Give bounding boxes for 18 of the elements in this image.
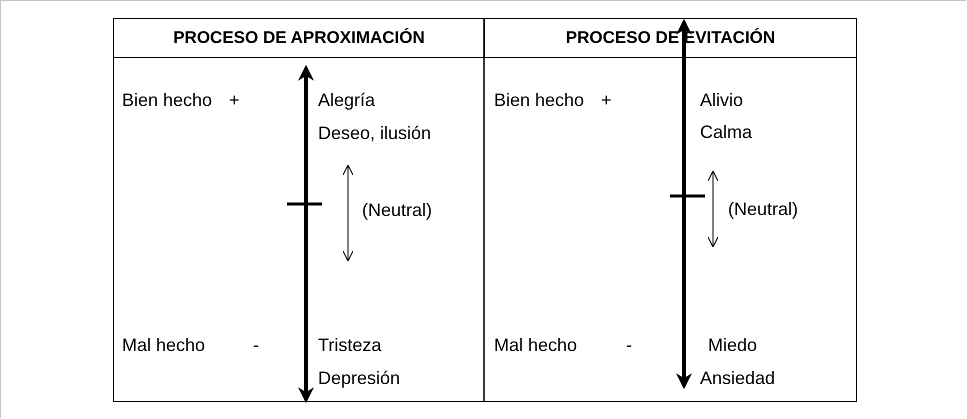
scale-label: Bien hecho	[494, 89, 584, 111]
scale-label: (Neutral)	[362, 199, 432, 221]
sign-symbol: +	[229, 89, 240, 111]
scale-label: Depresión	[318, 367, 400, 389]
scale-label: Bien hecho	[122, 89, 212, 111]
scale-label: Mal hecho	[122, 334, 206, 356]
scale-label: (Neutral)	[728, 198, 798, 220]
scale-label: Tristeza	[318, 334, 382, 356]
scale-label: Alegría	[318, 89, 376, 111]
scale-label: Deseo, ilusión	[318, 122, 432, 144]
scale-label: Mal hecho	[494, 334, 578, 356]
scale-label: Calma	[700, 121, 752, 143]
sign-symbol: -	[253, 334, 259, 356]
sign-symbol: -	[626, 334, 632, 356]
scale-label: Miedo	[708, 334, 758, 356]
sign-symbol: +	[601, 89, 612, 111]
scale-label: Ansiedad	[700, 367, 776, 389]
scale-label: Alivio	[700, 89, 744, 111]
